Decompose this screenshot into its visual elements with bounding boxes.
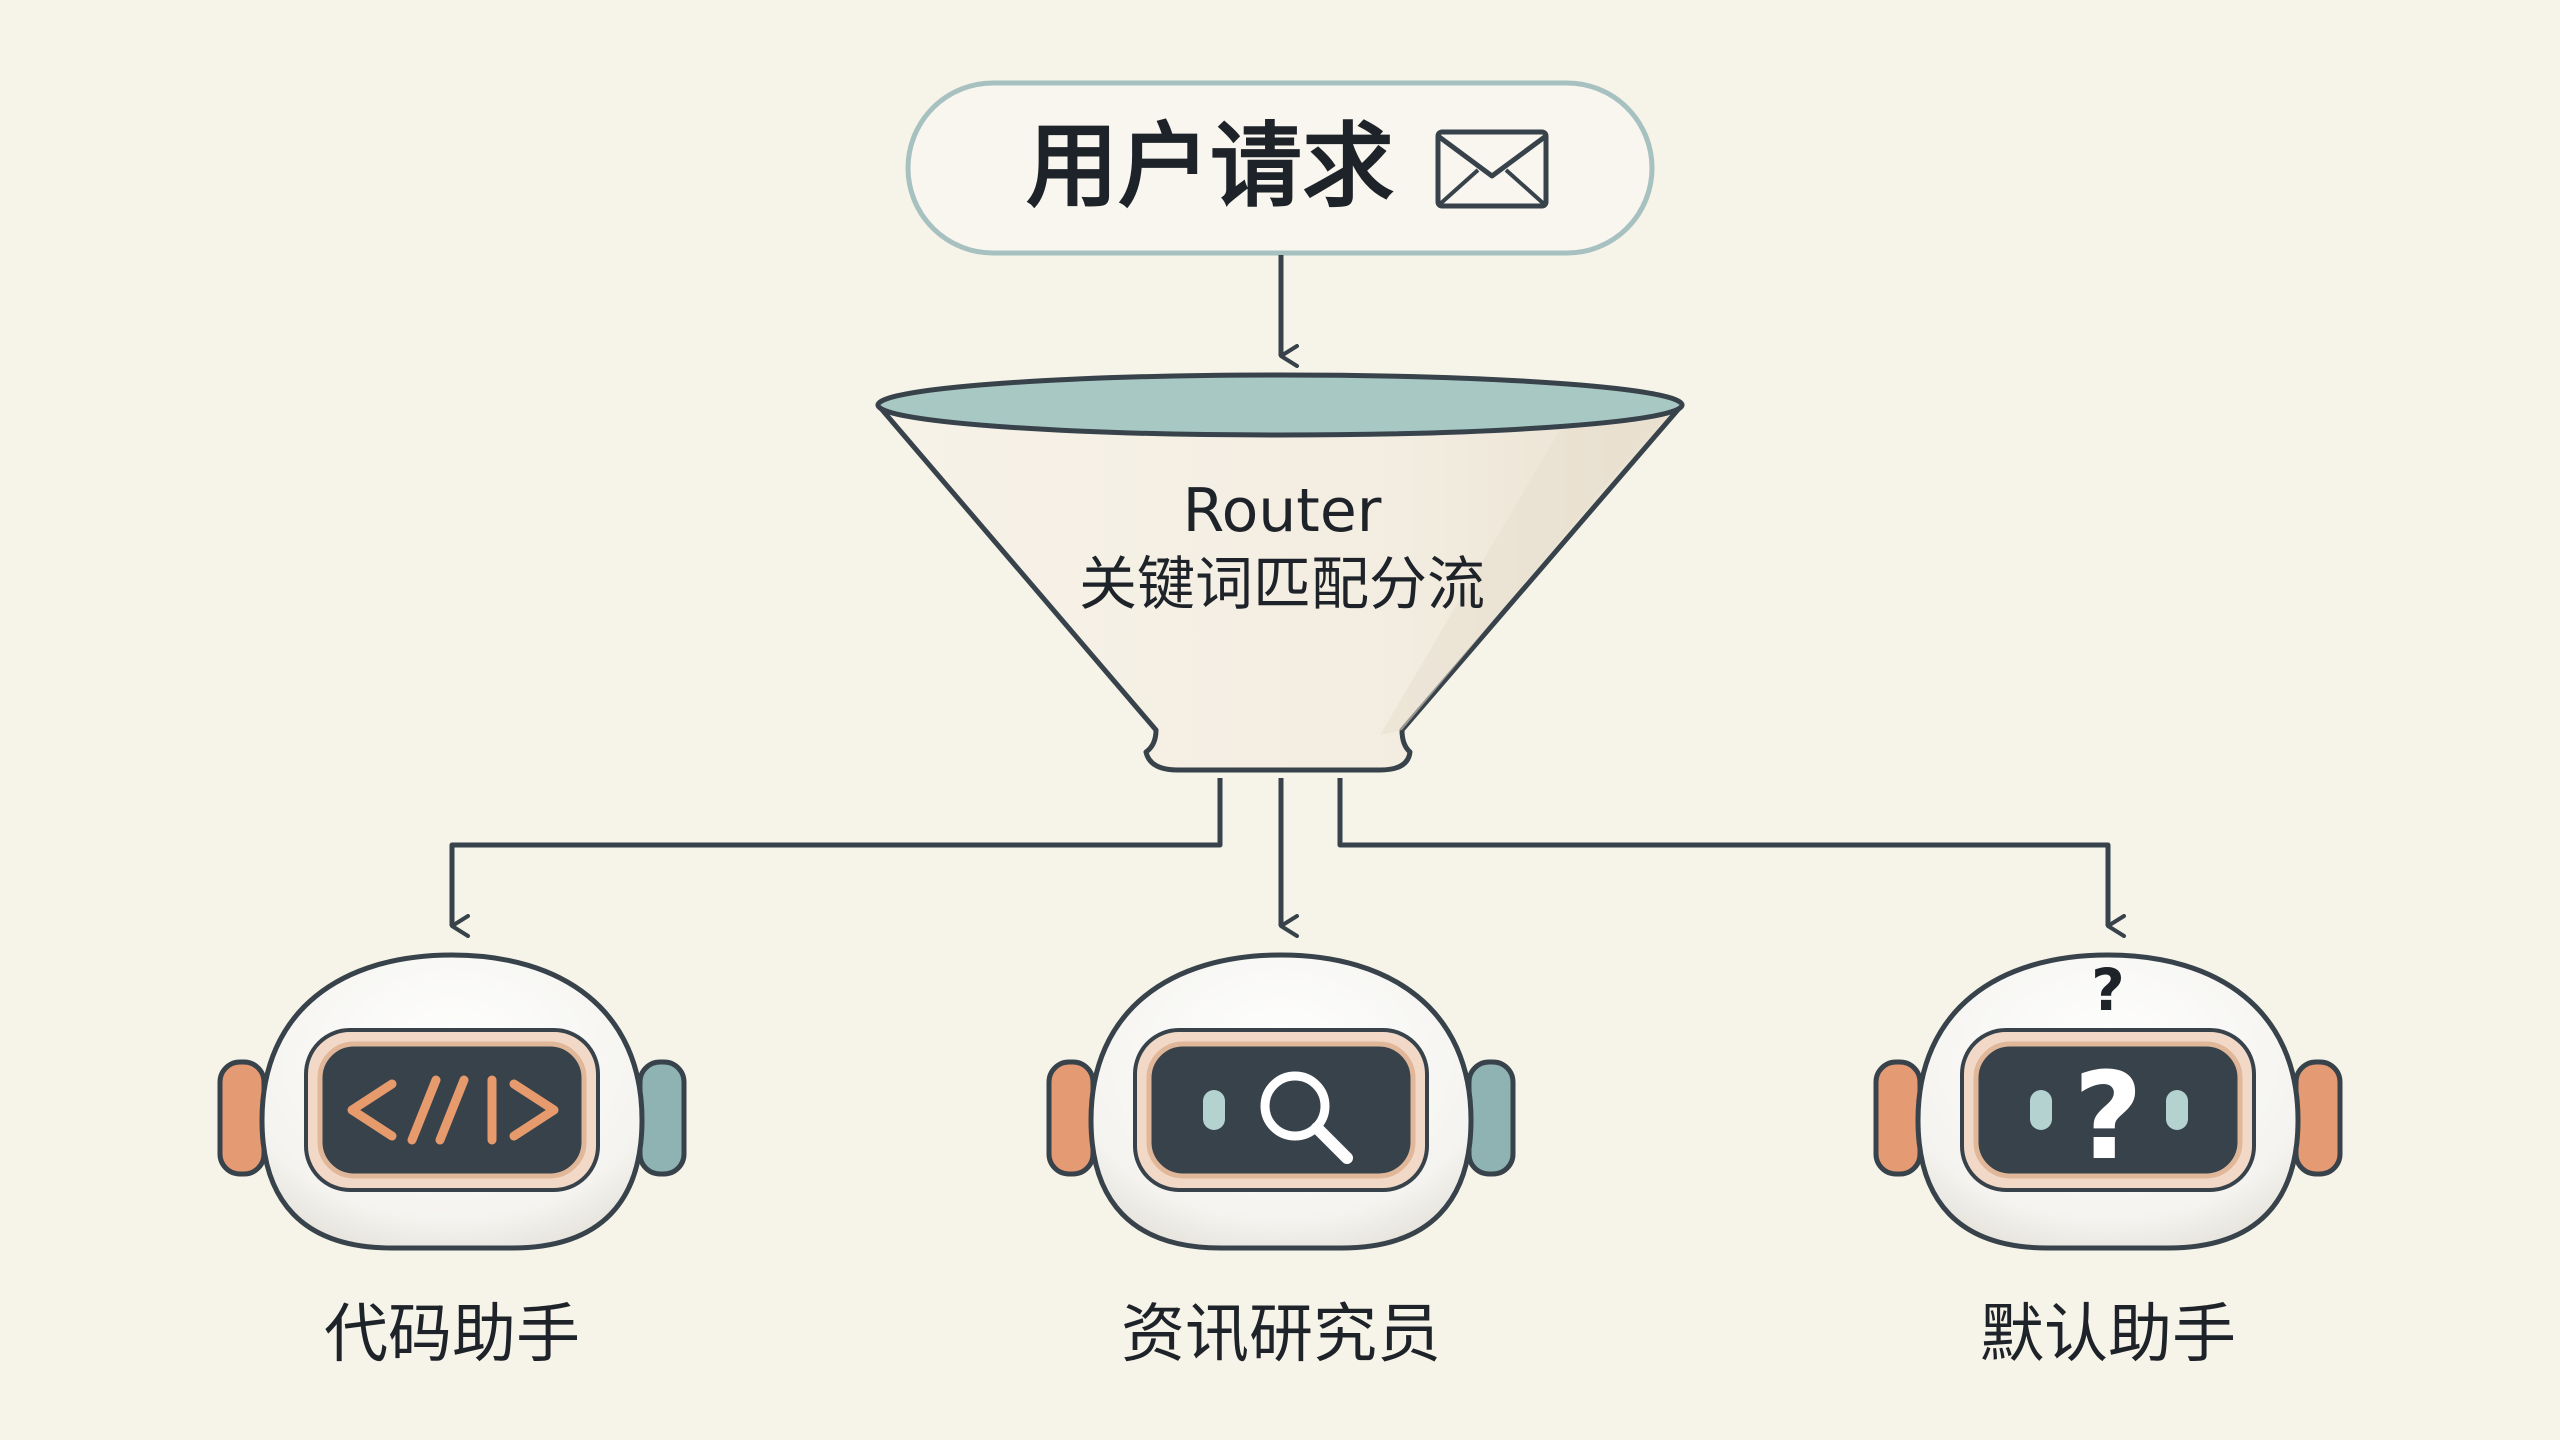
ear-left — [217, 1059, 267, 1177]
ear-left — [1046, 1059, 1096, 1177]
ear-right — [637, 1059, 687, 1177]
robot-eye — [1203, 1090, 1225, 1130]
agent-label-research: 资讯研究员 — [1121, 1298, 1441, 1372]
envelope-icon — [1435, 129, 1549, 209]
user-request-label: 用户请求 — [1026, 113, 1394, 220]
funnel-body — [875, 402, 1685, 773]
connector-to-default-agent — [1337, 778, 2126, 938]
routing-connectors — [449, 778, 2126, 938]
ear-left — [1873, 1059, 1923, 1177]
robot-eye-right — [2166, 1090, 2188, 1130]
question-badge: ? — [2091, 956, 2125, 1024]
router-subtitle: 关键词匹配分流 — [1079, 550, 1485, 618]
robot-eye-left — [2030, 1090, 2052, 1130]
magnifier-icon — [1260, 1071, 1353, 1164]
funnel-rim — [875, 372, 1685, 438]
code-icon — [347, 1075, 559, 1145]
agent-default-assistant: ? ? 默认助手 — [1873, 952, 2343, 1372]
user-request-node: 用户请求 — [905, 80, 1655, 256]
router-title: Router — [1183, 476, 1382, 546]
user-request-pill — [905, 80, 1655, 256]
agent-label-default: 默认助手 — [1980, 1298, 2236, 1372]
agent-label-code: 代码助手 — [324, 1298, 580, 1372]
agent-research: 资讯研究员 — [1046, 952, 1516, 1372]
question-mark-icon: ? — [2073, 1048, 2143, 1187]
ear-right — [1466, 1059, 1516, 1177]
router-funnel: Router 关键词匹配分流 — [875, 372, 1685, 773]
ear-right — [2293, 1059, 2343, 1177]
agent-code-assistant: 代码助手 — [217, 952, 687, 1372]
connector-to-code-agent — [449, 778, 1223, 938]
